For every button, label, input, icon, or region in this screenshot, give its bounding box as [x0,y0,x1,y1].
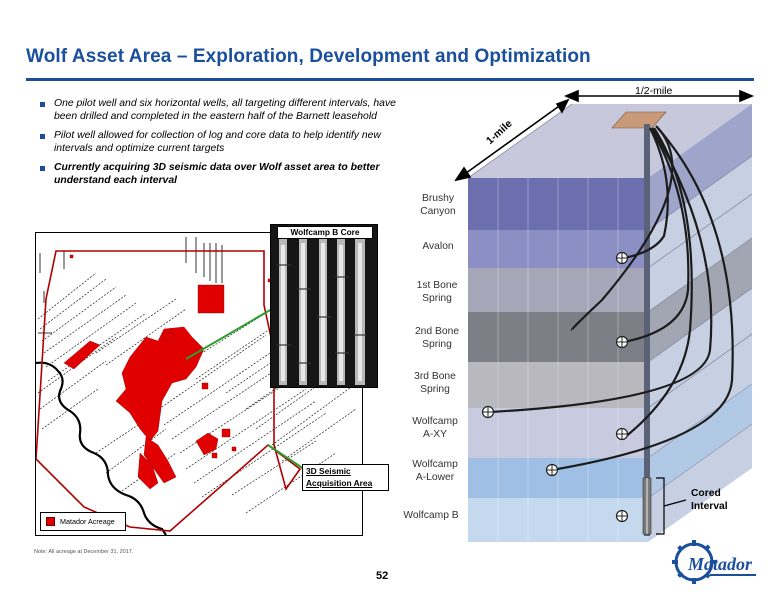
core-label: Wolfcamp B Core [277,226,373,239]
legend-label: Matador Acreage [60,517,115,526]
footnote: Note: All acreage at December 31, 2017. [34,549,134,555]
seismic-area-label: 3D Seismic Acquisition Area [302,464,389,491]
core-photo-image [271,225,377,387]
layer-label-1st-bone-spring: 1st Bone Spring [406,279,468,305]
layer-label-line: Wolfcamp [412,459,458,470]
bullet-item: Currently acquiring 3D seismic data over… [40,162,410,187]
layer-label-brushy-canyon: Brushy Canyon [410,192,466,218]
legend-swatch [46,517,55,526]
layer-label-2nd-bone-spring: 2nd Bone Spring [406,325,468,351]
bullet-item: Pilot well allowed for collection of log… [40,130,410,155]
page-number: 52 [376,570,389,582]
acreage-map-drawing [36,237,357,535]
horizontal-wells [489,125,734,472]
seismic-label-line1: 3D Seismic [306,466,351,476]
layer-label-line: Spring [422,293,452,304]
layer-label-3rd-bone-spring: 3rd Bone Spring [404,370,466,396]
layer-label-wolfcamp-b: Wolfcamp B [396,509,466,522]
cored-label-line: Cored [691,488,721,499]
layer-label-line: Brushy [421,193,455,204]
layer-label-line: 1st Bone [416,280,458,291]
layer-label-avalon: Avalon [410,240,466,253]
layer-label-line: 2nd Bone [414,326,460,337]
layer-label-line: Wolfcamp B [403,510,459,521]
company-logo: Matador [670,538,762,586]
layer-label-wolfcamp-a-xy: Wolfcamp A-XY [404,415,466,441]
layer-label-line: Canyon [420,206,456,217]
cored-interval-label: Cored Interval [691,487,728,513]
layer-label-line: 3rd Bone [414,371,456,382]
layer-label-line: Wolfcamp [412,416,458,427]
bullet-item: One pilot well and six horizontal wells,… [40,98,410,123]
layer-label-line: A-Lower [415,472,455,483]
title-divider [26,78,754,81]
cored-label-line: Interval [691,501,728,512]
layer-label-line: Spring [420,384,450,395]
layer-label-line: Spring [422,339,452,350]
layer-label-line: A-XY [422,429,448,440]
block-top-face [468,104,752,178]
bullet-list: One pilot well and six horizontal wells,… [40,98,410,195]
layer-label-line: Avalon [422,241,454,252]
map-legend: Matador Acreage [40,512,126,531]
page-title: Wolf Asset Area – Exploration, Developme… [26,46,591,67]
core-photo [270,224,378,388]
half-mile-dimension: 1/2-mile [635,85,673,97]
layer-label-wolfcamp-a-lower: Wolfcamp A-Lower [404,458,466,484]
matador-logo-icon: Matador [672,540,756,584]
pilot-well [644,124,650,536]
seismic-label-line2: Acquisition Area [306,478,373,488]
svg-text:Matador: Matador [687,554,753,574]
